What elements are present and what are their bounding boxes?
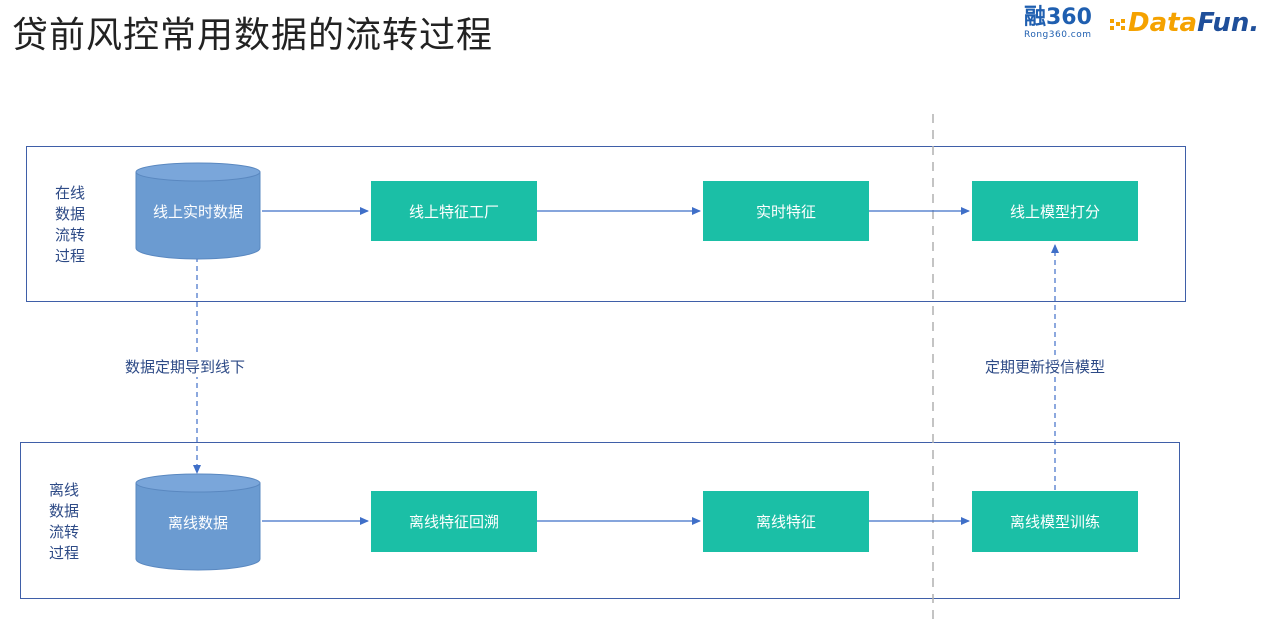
datafun-dots-icon <box>1110 19 1125 30</box>
offline-database-label: 离线数据 <box>167 514 228 532</box>
offline-side-label-line: 离线 <box>48 481 79 499</box>
offline-side-label: 离线 数据 流转 过程 <box>44 480 84 564</box>
online-side-label-line: 在线 <box>54 184 85 202</box>
online-database: 线上实时数据 <box>135 162 261 260</box>
offline-features-box: 离线特征 <box>703 491 869 552</box>
online-side-label-line: 过程 <box>54 247 85 265</box>
online-side-label: 在线 数据 流转 过程 <box>50 183 90 267</box>
rong360-logo-domain: Rong360.com <box>1024 30 1092 40</box>
offline-model-training-box: 离线模型训练 <box>972 491 1138 552</box>
page-title: 贷前风控常用数据的流转过程 <box>12 15 494 56</box>
rong360-logo-text: 融360 <box>1024 5 1092 30</box>
online-feature-factory-box: 线上特征工厂 <box>371 181 537 241</box>
datafun-logo-part1: Data <box>1128 8 1198 38</box>
database-icon <box>135 473 261 571</box>
realtime-features-box: 实时特征 <box>703 181 869 241</box>
edge-label-export-offline: 数据定期导到线下 <box>125 356 246 377</box>
online-side-label-line: 数据 <box>54 205 85 223</box>
datafun-logo-part2: Fun. <box>1197 8 1260 38</box>
edge-label-update-model: 定期更新授信模型 <box>985 356 1106 377</box>
offline-side-label-line: 流转 <box>48 523 79 541</box>
datafun-logo-text: DataFun. <box>1128 8 1259 38</box>
offline-panel <box>20 442 1180 599</box>
rong360-logo: 融360 Rong360.com <box>1024 6 1104 46</box>
offline-side-label-line: 过程 <box>48 544 79 562</box>
online-model-scoring-box: 线上模型打分 <box>972 181 1138 241</box>
online-database-label: 线上实时数据 <box>152 203 243 221</box>
online-side-label-line: 流转 <box>54 226 85 244</box>
offline-feature-backtrack-box: 离线特征回溯 <box>371 491 537 552</box>
offline-database: 离线数据 <box>135 473 261 571</box>
online-panel <box>26 146 1186 302</box>
datafun-logo: DataFun. <box>1110 8 1260 38</box>
database-icon <box>135 162 261 260</box>
offline-side-label-line: 数据 <box>48 502 79 520</box>
